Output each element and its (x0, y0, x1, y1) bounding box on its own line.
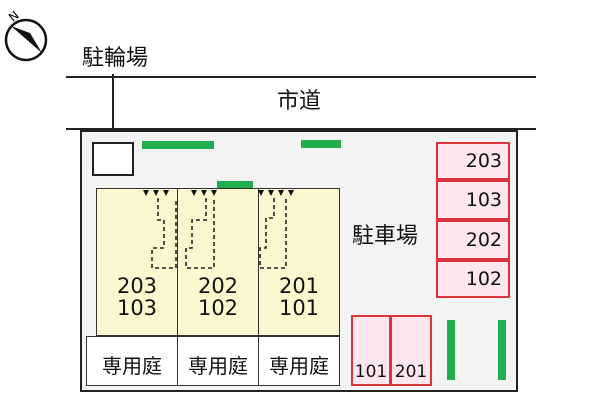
private-garden-1: 専用庭 (86, 336, 178, 386)
unit-details (143, 190, 294, 269)
private-garden-label: 専用庭 (102, 354, 162, 378)
unit-upper-number: 202 (197, 274, 239, 298)
leader-line (112, 74, 114, 146)
road-edge-bottom (66, 128, 536, 130)
green-bar (498, 320, 506, 380)
north-arrow-icon: N (4, 8, 48, 62)
parking-space-102: 102 (436, 260, 510, 298)
green-bar (301, 140, 341, 148)
parking-space-101: 101 (351, 315, 391, 386)
road-edge-top (66, 76, 536, 78)
green-bar (142, 141, 214, 149)
unit-upper-number: 201 (278, 274, 320, 298)
unit-block-2 (177, 188, 259, 336)
parking-space-203: 203 (436, 142, 510, 180)
parking-label: 駐車場 (352, 224, 419, 249)
unit-lower-number: 102 (197, 296, 239, 320)
city-road-label: 市道 (277, 89, 322, 114)
bicycle-parking-label: 駐輪場 (82, 46, 149, 71)
unit-block-3 (258, 188, 340, 336)
private-garden-3: 専用庭 (258, 336, 340, 386)
parking-space-103: 103 (436, 180, 510, 220)
green-bar (217, 181, 253, 188)
unit-lower-number: 103 (116, 296, 158, 320)
private-garden-label: 専用庭 (269, 354, 329, 378)
bicycle-parking-area (92, 142, 134, 176)
green-bar (447, 320, 455, 380)
unit-lower-number: 101 (278, 296, 320, 320)
private-garden-2: 専用庭 (177, 336, 259, 386)
unit-upper-number: 203 (116, 274, 158, 298)
parking-space-202: 202 (436, 220, 510, 260)
private-garden-label: 専用庭 (188, 354, 248, 378)
parking-space-201: 201 (390, 315, 432, 386)
